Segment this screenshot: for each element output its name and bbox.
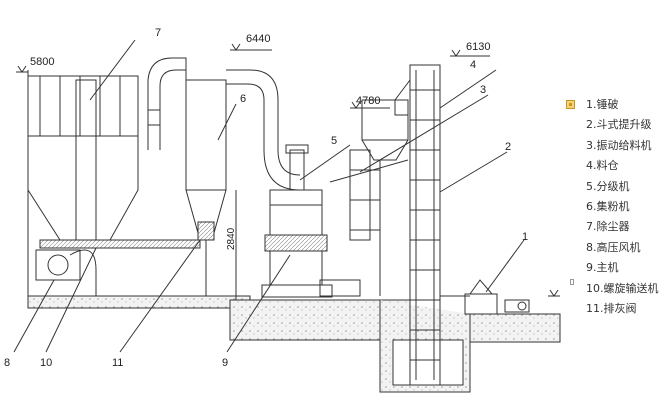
- elevation-6440: 6440: [246, 33, 270, 45]
- folder-icon: [566, 100, 575, 109]
- callout-4: 4: [470, 59, 476, 71]
- elevator-pit-void: [392, 339, 464, 386]
- legend: 1.锤破 2.斗式提升级 3.振动给料机 4.料仓 5.分级机 6.集粉机 7.…: [566, 95, 663, 319]
- callout-2: 2: [505, 141, 511, 153]
- callout-1: 1: [522, 231, 528, 243]
- callout-9: 9: [222, 357, 228, 369]
- callout-6: 6: [240, 93, 246, 105]
- screw-conveyor: [39, 239, 201, 249]
- rotary-valve: [197, 221, 215, 241]
- elevation-6130: 6130: [466, 41, 490, 53]
- hammer-crusher: [464, 293, 498, 315]
- feeder-frame: [349, 149, 371, 241]
- elevation-4780: 4780: [356, 95, 380, 107]
- legend-item-3: 3.振动给料机: [586, 138, 652, 152]
- bucket-elevator: [409, 64, 441, 386]
- callout-3: 3: [480, 84, 486, 96]
- dust-collector-hopper: [27, 136, 139, 241]
- dust-collector-top: [27, 75, 139, 137]
- legend-item-7: 7.除尘器: [586, 220, 630, 234]
- vibrating-feeder: [329, 159, 409, 183]
- callout-8: 8: [4, 357, 10, 369]
- dust-collector-inlet: [75, 79, 97, 241]
- mill-base: [261, 284, 333, 298]
- blower-motor: [319, 279, 361, 297]
- ground-slab-left: [27, 295, 251, 309]
- duct-6-5: [226, 69, 301, 176]
- callout-10: 10: [40, 357, 52, 369]
- callout-7: 7: [155, 27, 161, 39]
- analyzer: [289, 149, 305, 191]
- callout-5: 5: [331, 135, 337, 147]
- bin: [361, 99, 409, 141]
- legend-item-11: 11.排灰阀: [586, 301, 637, 315]
- high-pressure-fan: [35, 249, 81, 281]
- legend-item-10: 10.螺旋输送机: [586, 281, 659, 295]
- legend-item-9: 9.主机: [586, 261, 619, 275]
- duct-7-6: [147, 57, 187, 150]
- legend-item-1: 1.锤破: [586, 98, 619, 111]
- elevation-5800: 5800: [30, 56, 54, 68]
- cyclone-body: [185, 79, 227, 191]
- legend-item-4: 4.料仓: [586, 159, 619, 173]
- legend-item-8: 8.高压风机: [586, 240, 641, 254]
- legend-item-2: 2.斗式提升级: [586, 118, 652, 132]
- elevation-2840: 2840: [226, 227, 237, 250]
- doc-icon: [570, 279, 574, 285]
- crusher-motor: [504, 299, 530, 313]
- callout-11: 11: [112, 357, 123, 369]
- legend-item-5: 5.分级机: [586, 179, 630, 193]
- legend-item-6: 6.集粉机: [586, 199, 630, 213]
